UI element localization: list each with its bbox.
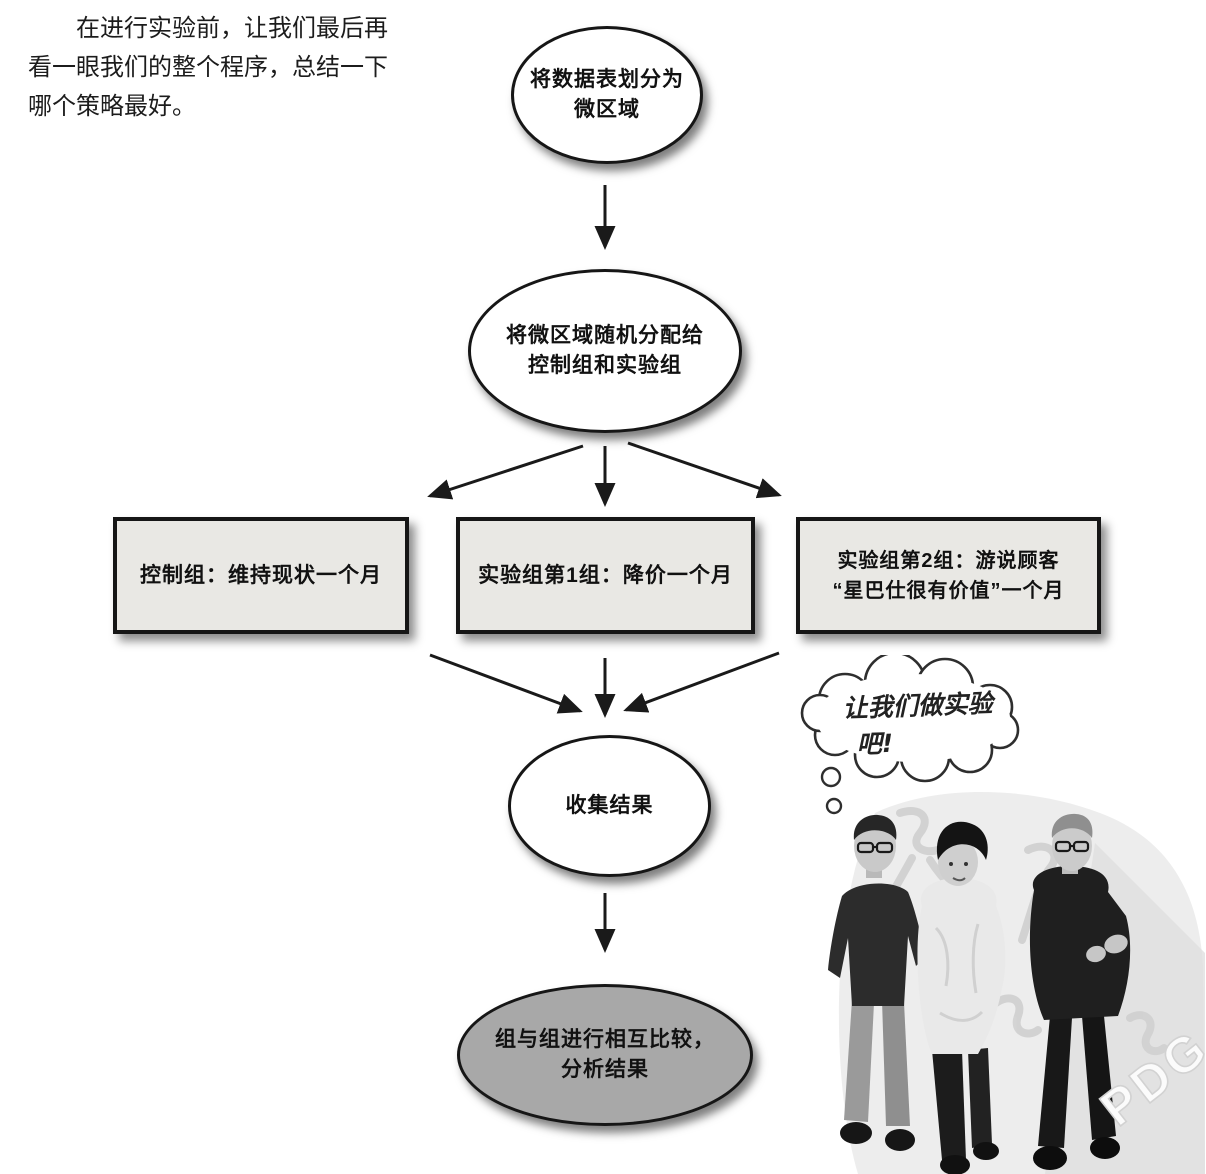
node-label-line: 将微区域随机分配给 — [506, 324, 704, 347]
thought-tail-bubbles — [820, 766, 843, 815]
thought-bubble: 让我们做实验 吧! — [800, 655, 1020, 815]
node-divide-data: 将数据表划分为 微区域 — [511, 26, 703, 164]
node-label-line: 组与组进行相互比较， — [495, 1028, 715, 1051]
node-label-line: 分析结果 — [561, 1058, 649, 1081]
node-experiment-group-2: 实验组第2组：游说顾客 “星巴仕很有价值”一个月 — [796, 517, 1101, 634]
intro-paragraph: 在进行实验前，让我们最后再看一眼我们的整个程序，总结一下哪个策略最好。 — [28, 16, 388, 120]
photo-three-people: PDG — [828, 791, 1206, 1174]
node-label-line: 收集结果 — [565, 794, 654, 817]
thought-cloud-inner — [816, 674, 1010, 762]
node-compare-groups: 组与组进行相互比较， 分析结果 — [457, 984, 753, 1126]
thought-text-line2: 吧! — [856, 729, 893, 759]
node-collect-results: 收集结果 — [508, 735, 711, 877]
node-label-line: “星巴仕很有价值”一个月 — [832, 579, 1065, 602]
node-label-line: 实验组第1组：降价一个月 — [478, 563, 733, 587]
node-experiment-group-1: 实验组第1组：降价一个月 — [456, 517, 755, 634]
person-left — [828, 814, 926, 1151]
thought-text-line1: 让我们做实验 — [842, 689, 997, 723]
node-control-group: 控制组：维持现状一个月 — [113, 517, 409, 634]
node-label-line: 将数据表划分为 — [530, 68, 684, 91]
node-label-line: 控制组和实验组 — [528, 354, 682, 377]
arrow-assign-to-control — [427, 444, 584, 500]
node-label-line: 控制组：维持现状一个月 — [140, 563, 382, 587]
node-random-assign: 将微区域随机分配给 控制组和实验组 — [468, 269, 742, 433]
arrow-control-to-collect — [429, 653, 583, 714]
arrow-assign-to-exp2 — [627, 441, 782, 499]
node-label-line: 实验组第2组：游说顾客 — [837, 549, 1060, 572]
person-right — [1029, 813, 1131, 1170]
person-middle — [917, 821, 1006, 1174]
arrow-exp2-to-collect — [623, 651, 780, 713]
node-label-line: 微区域 — [574, 98, 640, 121]
